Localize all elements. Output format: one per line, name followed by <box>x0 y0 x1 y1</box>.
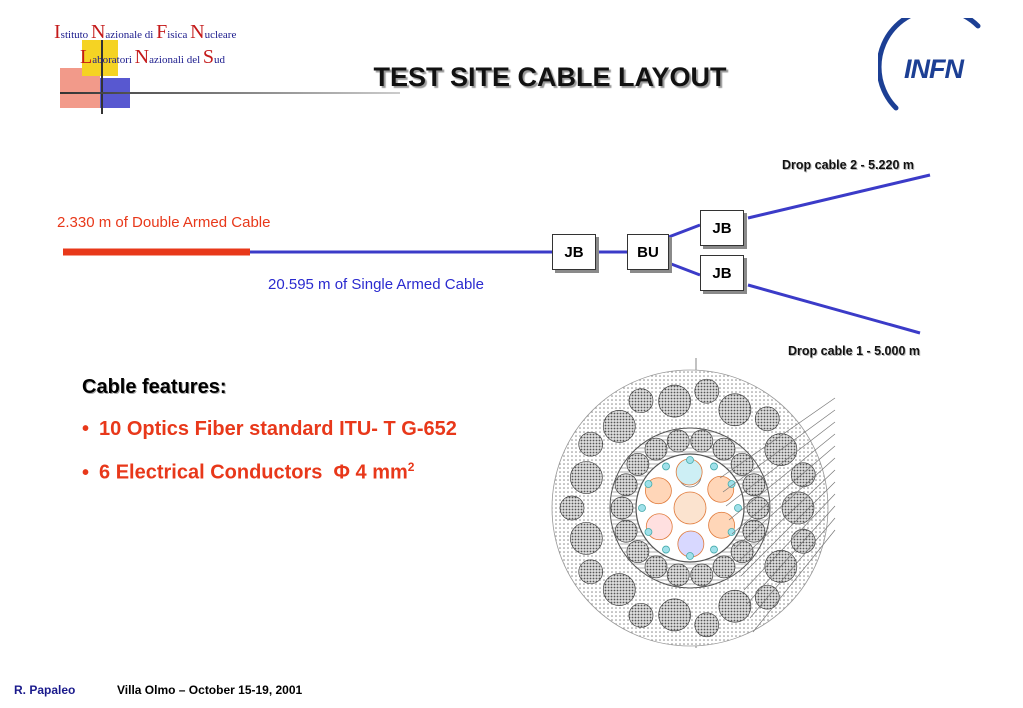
vertical-rule <box>101 40 103 114</box>
feature-item-conductors: •6 Electrical Conductors Φ 4 mm2 <box>82 460 415 484</box>
drop-cable-1-label: Drop cable 1 - 5.000 m <box>788 344 921 358</box>
drop-cable-1-line <box>747 283 921 335</box>
cable-cross-section-illustration <box>551 358 836 648</box>
drop-cable-2-label: Drop cable 2 - 5.220 m <box>782 158 915 172</box>
institute-name-line1: Istituto Nazionale di Fisica Nucleare <box>54 21 237 43</box>
bu-jb-top-link <box>665 223 701 240</box>
cable-features-heading: Cable features: <box>82 376 227 398</box>
single-armed-cable-label: 20.595 m of Single Armed Cable <box>268 276 484 293</box>
page-title: TEST SITE CABLE LAYOUT <box>373 62 727 92</box>
drop-cable-2-line <box>747 173 931 220</box>
yellow-square <box>82 40 118 76</box>
institute-name-line2: Laboratori Nazionali del Sud <box>80 46 226 68</box>
institute-decoration <box>60 40 400 114</box>
footer-venue: Villa Olmo – October 15-19, 2001 <box>117 683 303 697</box>
bu-jb-bottom-link <box>665 260 701 277</box>
junction-box-main: JB <box>552 234 596 270</box>
footer-author: R. Papaleo <box>14 683 76 697</box>
infn-logo-text: INFN <box>904 54 964 84</box>
branching-unit: BU <box>627 234 669 270</box>
junction-box-top: JB <box>700 210 744 246</box>
double-armed-cable-label: 2.330 m of Double Armed Cable <box>57 214 271 231</box>
horizontal-rule <box>60 92 400 94</box>
junction-box-bottom: JB <box>700 255 744 291</box>
infn-logo-arc-icon <box>878 18 981 111</box>
feature-item-optics: •10 Optics Fiber standard ITU- T G-652 <box>82 418 457 440</box>
